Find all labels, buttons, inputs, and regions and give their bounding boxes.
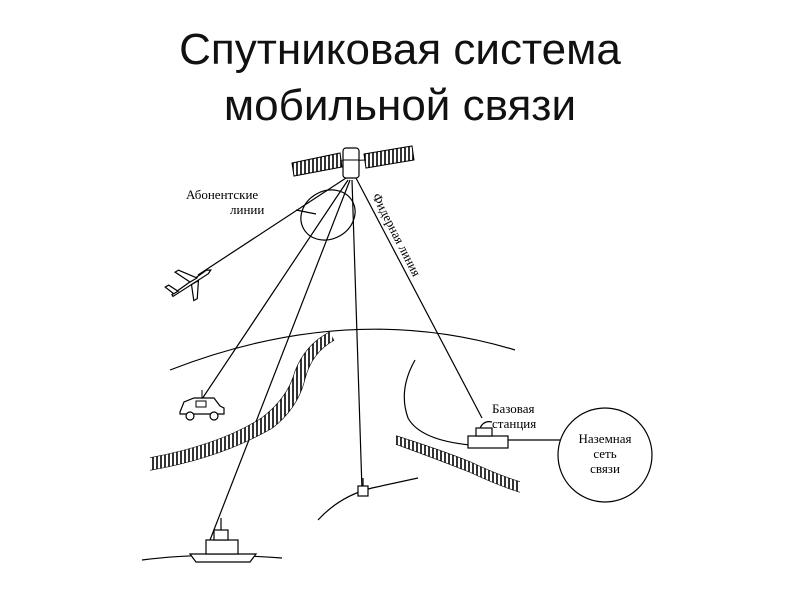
- car-icon: [179, 390, 225, 421]
- ground-network-circle: [557, 407, 653, 503]
- ground-network-label-2: сеть: [593, 446, 616, 461]
- ground-network-label-1: Наземная: [579, 431, 632, 446]
- ground-network-label-3: связи: [590, 461, 620, 476]
- subscriber-lines-pointer: [295, 209, 317, 215]
- base-station-icon: [467, 421, 509, 449]
- base-station-label-1: Базовая: [492, 401, 535, 416]
- subscriber-lines-label-2: линии: [230, 202, 264, 217]
- feeder-line-label: Фидерная линия: [369, 191, 424, 279]
- subscriber-lines-label-1: Абонентские: [186, 187, 258, 202]
- airplane-icon: [164, 269, 212, 302]
- feeder-line: [355, 177, 483, 419]
- ground-terminal-icon: [357, 478, 369, 497]
- ship-icon: [141, 518, 283, 563]
- base-station-label-2: станция: [492, 416, 536, 431]
- slide-title: Спутниковая система мобильной связи: [0, 22, 800, 134]
- terrain: [149, 331, 521, 521]
- subscriber-beams: [197, 177, 483, 541]
- title-line-1: Спутниковая система: [179, 25, 621, 74]
- satellite-icon: [291, 145, 415, 179]
- title-line-2: мобильной связи: [223, 81, 577, 130]
- earth-horizon: [169, 328, 516, 371]
